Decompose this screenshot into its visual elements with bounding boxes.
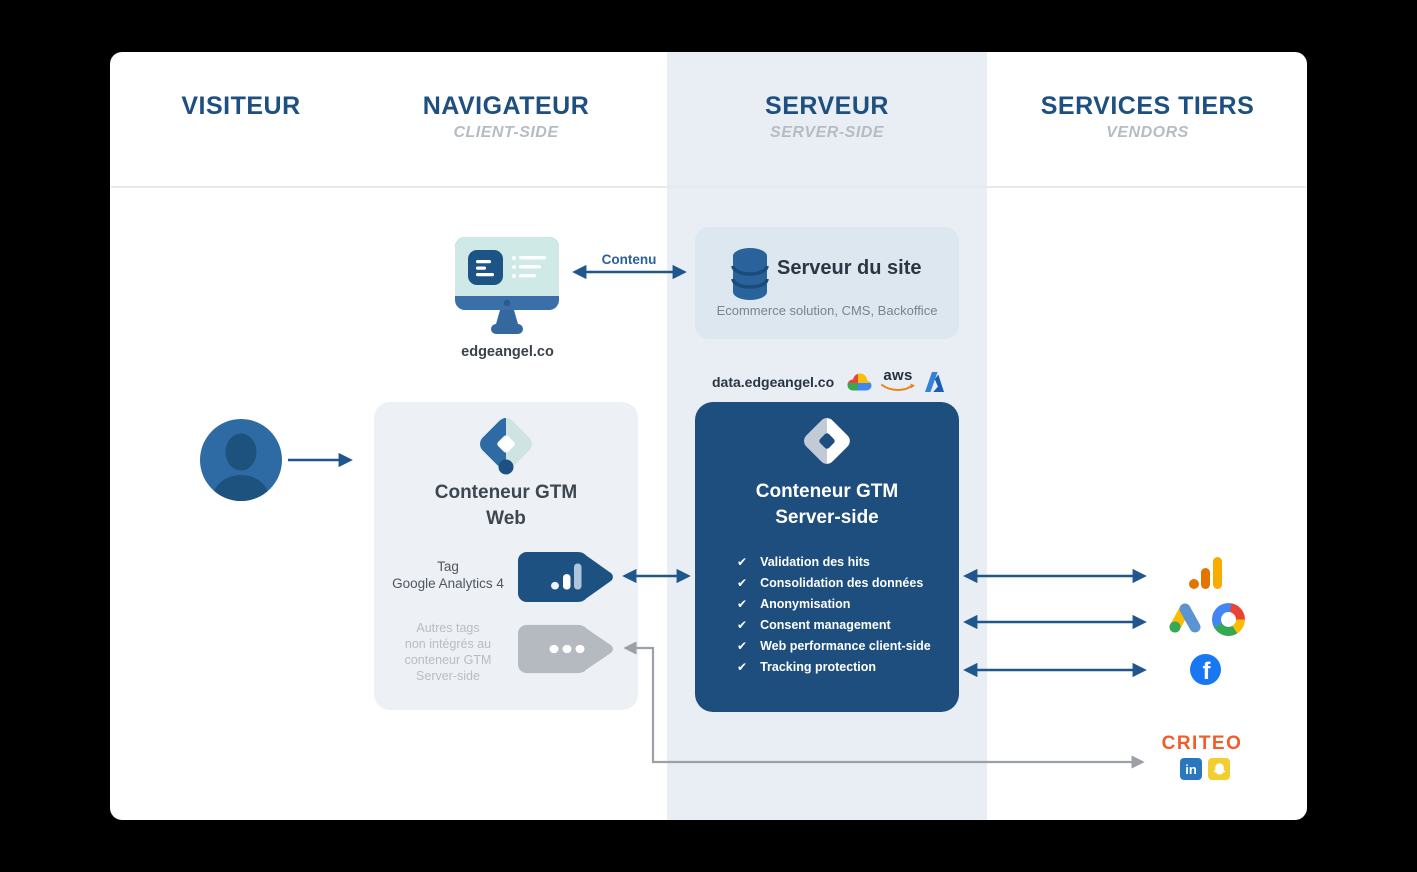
column-header-visiteur: VISITEUR — [130, 92, 352, 124]
gtm-web-title: Conteneur GTM Web — [374, 480, 638, 532]
column-subtitle: VENDORS — [1106, 124, 1189, 141]
content-arrow-label: Contenu — [601, 252, 657, 267]
gtm-web-title-line2: Web — [486, 508, 526, 529]
database-icon — [730, 246, 770, 302]
checklist-label: Consolidation des données — [760, 576, 924, 590]
azure-icon — [923, 371, 945, 393]
gtm-web-logo-icon — [472, 410, 540, 478]
gtm-server-logo-icon — [796, 410, 858, 472]
facebook-letter: f — [1202, 658, 1211, 685]
checklist-label: Anonymisation — [760, 597, 851, 611]
other-tags-label-line4: Server-side — [416, 669, 480, 683]
header-divider — [111, 186, 1306, 188]
checklist-item: ✔ Tracking protection — [737, 661, 947, 674]
checklist-item: ✔ Consolidation des données — [737, 577, 947, 590]
check-icon: ✔ — [737, 639, 748, 653]
checklist-item: ✔ Validation des hits — [737, 556, 947, 569]
google-ads-icon — [1166, 601, 1202, 635]
column-subtitle: CLIENT-SIDE — [453, 124, 559, 141]
ga-tag-label-line2: Google Analytics 4 — [392, 576, 504, 591]
computer-icon — [455, 237, 559, 335]
ellipsis-tag-icon — [517, 624, 615, 674]
check-icon: ✔ — [737, 597, 748, 611]
gtm-server-title-line1: Conteneur GTM — [755, 481, 899, 502]
linkedin-letters: in — [1185, 761, 1197, 777]
column-header-navigateur: NAVIGATEUR CLIENT-SIDE — [380, 92, 632, 142]
google-circle-icon — [1212, 603, 1245, 636]
checklist-item: ✔ Web performance client-side — [737, 640, 947, 653]
ga-tag-label: Tag Google Analytics 4 — [382, 558, 514, 592]
column-subtitle: SERVER-SIDE — [770, 124, 884, 141]
column-title: NAVIGATEUR — [422, 92, 590, 120]
other-tags-label-line1: Autres tags — [416, 621, 480, 635]
checklist-label: Tracking protection — [760, 660, 877, 674]
google-analytics-tag-icon — [517, 551, 615, 603]
server-domain-label: data.edgeangel.co — [712, 374, 835, 390]
gtm-server-title-line2: Server-side — [775, 507, 879, 528]
visitor-avatar — [200, 419, 282, 501]
linkedin-icon: in — [1180, 758, 1202, 780]
google-cloud-icon — [845, 372, 873, 392]
ga-tag-label-line1: Tag — [437, 559, 459, 574]
checklist-label: Web performance client-side — [760, 639, 931, 653]
gtm-server-title: Conteneur GTM Server-side — [695, 479, 959, 531]
check-icon: ✔ — [737, 576, 748, 590]
column-header-serveur: SERVEUR SERVER-SIDE — [697, 92, 957, 142]
checklist-label: Consent management — [760, 618, 891, 632]
check-icon: ✔ — [737, 555, 748, 569]
checklist-item: ✔ Anonymisation — [737, 598, 947, 611]
other-tags-label-line2: non intégrés au — [404, 637, 492, 651]
snapchat-icon — [1208, 758, 1230, 780]
site-server-subtitle: Ecommerce solution, CMS, Backoffice — [716, 303, 938, 318]
aws-logo-text: aws — [883, 367, 913, 384]
google-analytics-icon — [1188, 556, 1222, 590]
column-title: VISITEUR — [181, 92, 301, 120]
check-icon: ✔ — [737, 660, 748, 674]
aws-icon: aws — [881, 367, 915, 392]
check-icon: ✔ — [737, 618, 748, 632]
other-tags-label-line3: conteneur GTM — [404, 653, 492, 667]
column-title: SERVICES TIERS — [1040, 92, 1255, 120]
column-header-services-tiers: SERVICES TIERS VENDORS — [1020, 92, 1275, 142]
other-tags-label: Autres tags non intégrés au conteneur GT… — [382, 620, 514, 684]
browser-site-label: edgeangel.co — [461, 344, 554, 360]
site-server-title: Serveur du site — [777, 257, 922, 279]
column-title: SERVEUR — [765, 92, 889, 120]
checklist-label: Validation des hits — [760, 555, 870, 569]
checklist-item: ✔ Consent management — [737, 619, 947, 632]
facebook-icon: f — [1190, 654, 1221, 685]
criteo-logo: CRITEO — [1161, 733, 1243, 754]
server-checklist: ✔ Validation des hits ✔ Consolidation de… — [737, 556, 947, 674]
gtm-web-title-line1: Conteneur GTM — [434, 482, 578, 503]
